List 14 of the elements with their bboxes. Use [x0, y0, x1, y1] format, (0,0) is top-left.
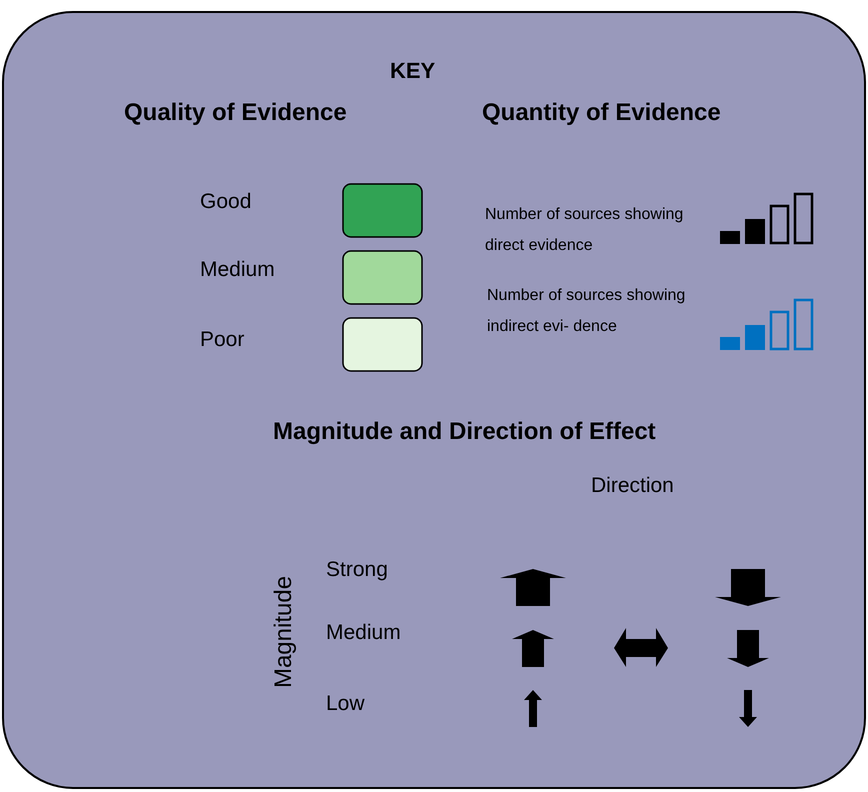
- legend-label: Medium: [200, 258, 275, 282]
- legend-label: Number of sources showing indirect evi- dence: [487, 286, 686, 337]
- axis-label: Magnitude: [270, 576, 298, 688]
- key-title: KEY: [390, 58, 436, 84]
- row-label: Strong: [326, 558, 388, 582]
- section-heading: Quantity of Evidence: [482, 99, 721, 127]
- legend-label: Poor: [200, 328, 244, 352]
- axis-label: Direction: [591, 474, 674, 498]
- section-heading: Magnitude and Direction of Effect: [273, 418, 656, 446]
- legend-label: Good: [200, 190, 252, 214]
- legend-label: Number of sources showing direct evidence: [485, 205, 684, 256]
- row-label: Low: [326, 692, 365, 716]
- section-heading: Quality of Evidence: [124, 99, 347, 127]
- row-label: Medium: [326, 621, 401, 645]
